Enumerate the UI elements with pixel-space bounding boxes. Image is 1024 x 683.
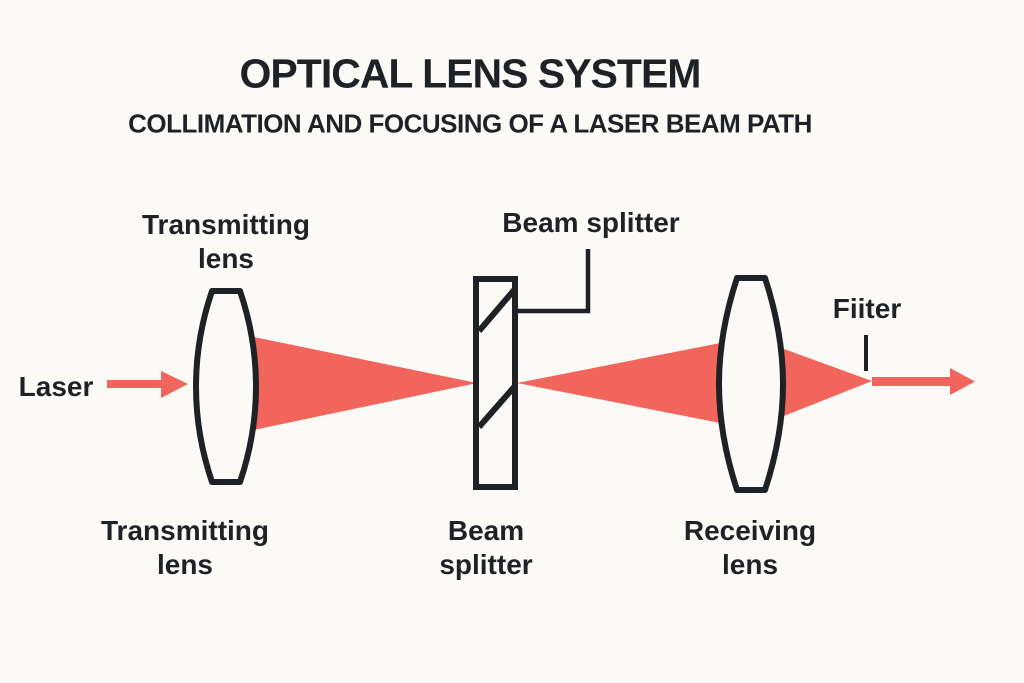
transmitting-lens-label-bottom-line1: Transmitting [100, 515, 270, 546]
output-arrow [872, 368, 975, 395]
transmitting-lens-label-bottom-line2: lens [156, 549, 214, 580]
beam-splitter-label-bottom: Beam splitter [439, 514, 532, 582]
page-title: OPTICAL LENS SYSTEM [239, 50, 702, 97]
beam-splitter-label-bottom-line2: splitter [439, 549, 533, 580]
page-subtitle: COLLIMATION AND FOCUSING OF A LASER BEAM… [128, 108, 812, 139]
beam-cone-receiving [517, 337, 872, 429]
laser-arrow [107, 371, 188, 398]
beam-splitter-label-bottom-line1: Beam [447, 515, 525, 546]
transmitting-lens-label-top: Transmitting lens [142, 208, 310, 276]
receiving-lens-shape [716, 275, 786, 493]
beam-cone-transmitting [244, 335, 477, 432]
filter-label: Fiiter [832, 293, 902, 324]
receiving-lens-label-bottom: Receiving lens [684, 514, 816, 582]
beam-splitter-pointer-line [517, 249, 591, 314]
receiving-lens-label-bottom-line2: lens [721, 549, 779, 580]
beam-splitter-shape [473, 276, 518, 490]
receiving-lens-label-bottom-line1: Receiving [683, 515, 817, 546]
laser-label: Laser [18, 371, 94, 402]
transmitting-lens-label-bottom: Transmitting lens [101, 514, 269, 582]
transmitting-lens-label-top-line1: Transmitting [141, 209, 311, 240]
transmitting-lens-label-top-line2: lens [197, 243, 255, 274]
transmitting-lens-shape [193, 288, 259, 485]
beam-splitter-label-top: Beam splitter [502, 207, 680, 238]
